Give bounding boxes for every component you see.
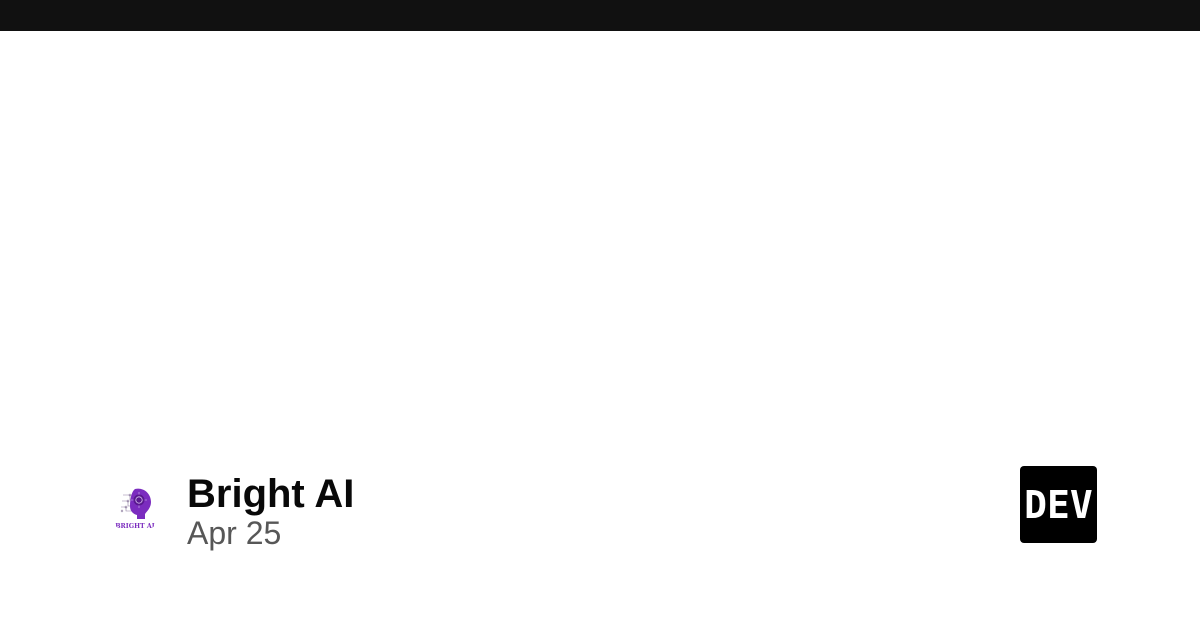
author-name[interactable]: Bright AI [187, 472, 355, 516]
preview-card [0, 31, 1200, 627]
dev-logo-icon: DEV [1024, 483, 1093, 527]
dev-logo[interactable]: DEV [1020, 466, 1097, 543]
bright-ai-logo-icon: BRIGHT AI [115, 488, 155, 530]
top-bar [0, 0, 1200, 31]
bright-ai-logo-text: BRIGHT AI [115, 523, 155, 530]
dev-logo-text: DEV [1024, 483, 1093, 527]
post-date: Apr 25 [187, 515, 282, 551]
author-avatar: BRIGHT AI [108, 480, 162, 534]
